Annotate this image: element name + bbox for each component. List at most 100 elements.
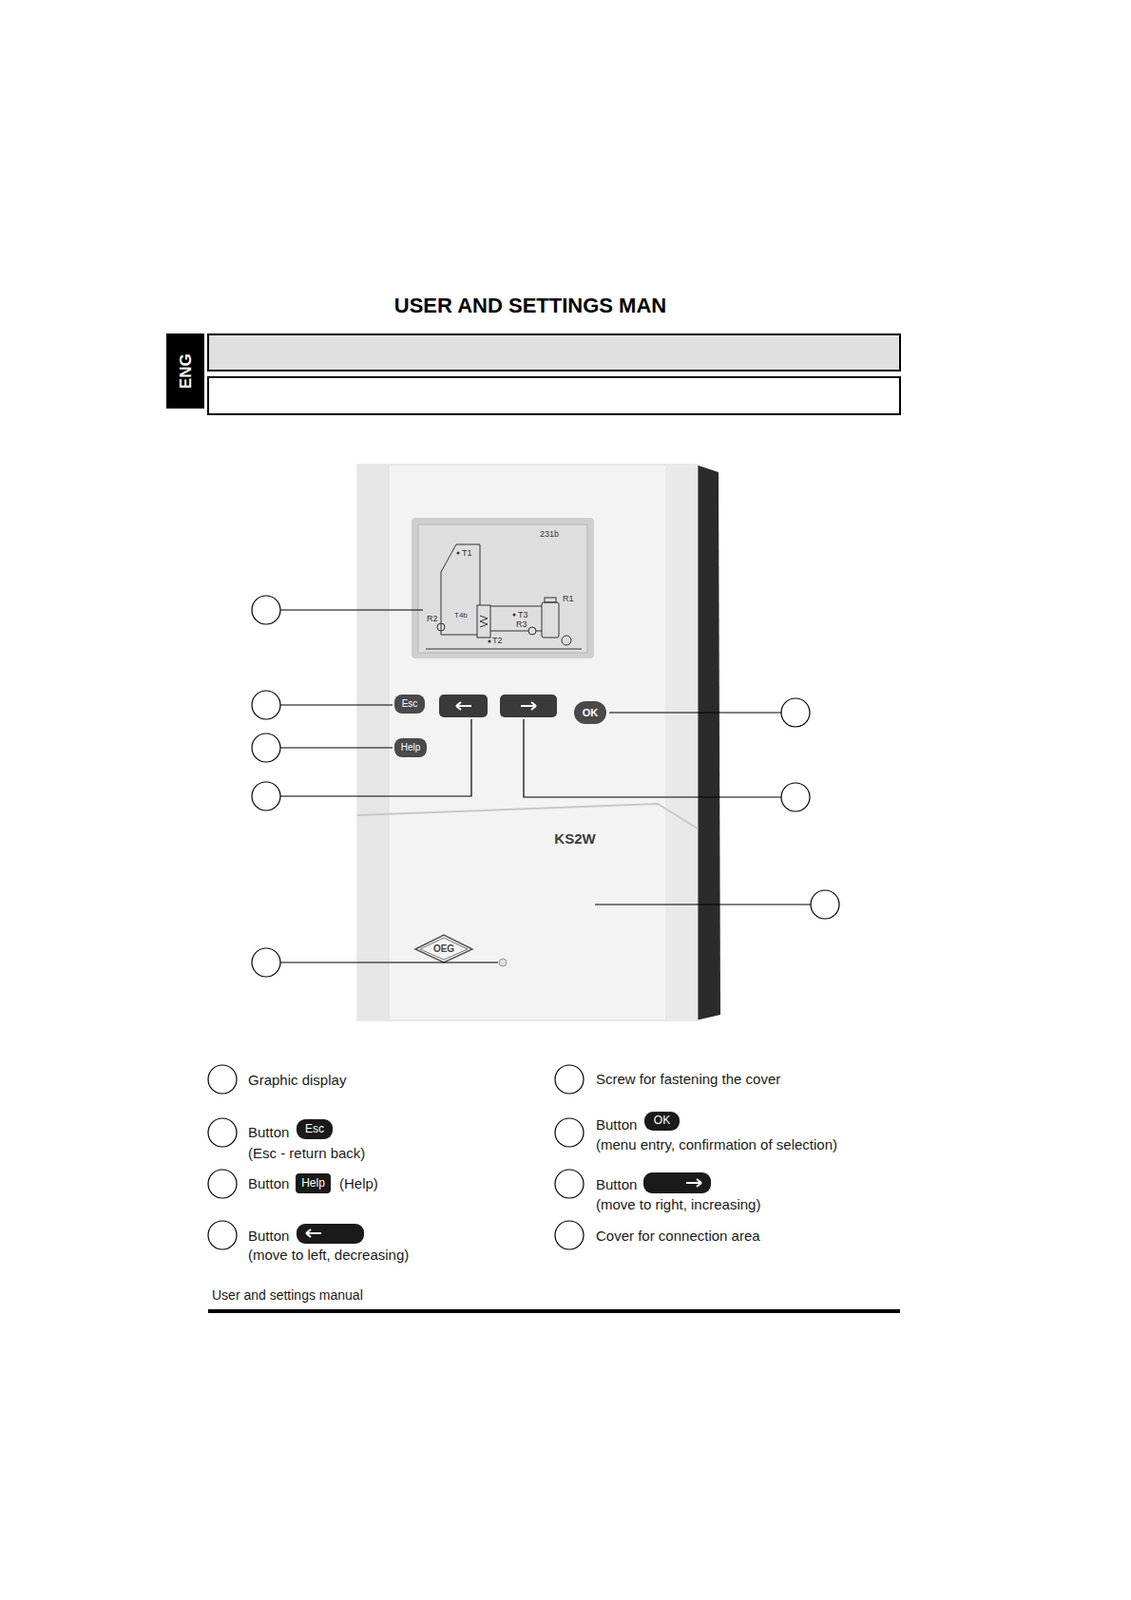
arrow-icon — [686, 1179, 702, 1188]
device-button: Esc — [394, 694, 425, 714]
device-button-text: Esc — [402, 698, 419, 710]
boiler-cap — [544, 597, 556, 603]
housing-edge — [357, 464, 390, 1021]
sensor-dot — [457, 552, 461, 556]
callout-circle — [781, 698, 810, 728]
device-button: OK — [574, 701, 607, 725]
schematic — [425, 544, 582, 650]
page-title: USER AND SETTINGS MAN — [394, 293, 667, 318]
device-button-text: Help — [401, 742, 422, 754]
callout-circle — [251, 782, 281, 811]
callout-circle — [251, 595, 281, 625]
key-badge-text: OK — [653, 1114, 671, 1129]
leader-line — [609, 711, 782, 713]
legend-text: Screw for fastening the cover — [595, 1071, 781, 1088]
key-badge: OK — [644, 1111, 680, 1131]
housing-front — [357, 464, 698, 1021]
display-label: T1 — [461, 548, 473, 558]
callout-circle — [810, 890, 840, 920]
display-rule — [425, 649, 582, 651]
legend-text: Graphic display — [248, 1072, 346, 1089]
footer-text: User and settings manual — [211, 1287, 364, 1304]
callout-circle — [208, 1221, 237, 1250]
legend-text: Button — [248, 1227, 289, 1245]
leader-line — [523, 719, 782, 798]
coil-symbol — [479, 615, 488, 628]
legend-text: Button — [248, 1175, 289, 1192]
brand-logo: OEG — [433, 943, 455, 956]
legend-text: Button — [248, 1124, 289, 1141]
callout-circles — [208, 595, 840, 1250]
callout-circle — [555, 1169, 584, 1199]
controller-housing: KS2W 231bEscHelp OK — [357, 464, 695, 1021]
leader-lines — [280, 610, 811, 963]
left-button — [439, 694, 488, 718]
return-pipe — [440, 634, 478, 636]
arrow-icon — [456, 702, 472, 710]
callout-circle — [208, 1065, 237, 1094]
key-badge — [643, 1172, 711, 1194]
display-label: T3 — [517, 610, 529, 620]
leader-line — [280, 747, 393, 748]
header-band — [208, 377, 901, 415]
key-badge: Esc — [296, 1119, 333, 1140]
logo-outline — [420, 938, 468, 960]
callout-circle — [251, 733, 281, 763]
callout-circle — [555, 1065, 584, 1094]
legend-text: (menu entry, confirmation of selection) — [595, 1136, 838, 1153]
graphic-display-text: 231b — [539, 529, 559, 539]
outlet-symbol — [561, 635, 572, 646]
key-badge-text: Esc — [305, 1123, 325, 1137]
display-screen — [418, 524, 588, 653]
arrow-icon — [306, 1229, 322, 1238]
footer-rule — [208, 1309, 901, 1314]
display-label: R3 — [516, 619, 528, 630]
display-frame — [411, 517, 595, 659]
flow-pipe — [490, 606, 542, 608]
header-band — [208, 334, 901, 371]
legend-text: (Help) — [339, 1175, 379, 1192]
key-badge-text: Help — [301, 1177, 326, 1191]
leader-line — [280, 609, 423, 611]
housing-side — [695, 464, 721, 1021]
pump-symbol — [437, 623, 445, 632]
callout-circle — [251, 948, 281, 978]
callout-circle — [208, 1118, 237, 1148]
callout-circle — [251, 690, 281, 720]
sensor-dot — [488, 640, 492, 644]
display-label: R1 — [562, 594, 575, 604]
housing-edge — [665, 464, 698, 1021]
legend-text: Button — [595, 1116, 637, 1133]
callout-circle — [781, 783, 810, 812]
right-button — [499, 694, 557, 718]
collector-pipe — [440, 544, 480, 635]
callout-circle — [555, 1118, 584, 1148]
pump-symbol — [528, 627, 537, 635]
legend-text: (move to left, decreasing) — [248, 1246, 409, 1264]
tank-symbol — [477, 605, 491, 638]
controller-housing-text: KS2W — [554, 830, 595, 847]
legend-text: (Esc - return back) — [248, 1145, 365, 1162]
cover-seam — [357, 804, 698, 829]
sensor-dot — [513, 613, 517, 617]
device-button: Help — [394, 738, 427, 758]
graphic-display: 231b — [418, 524, 588, 653]
legend-text: (move to right, increasing) — [595, 1196, 761, 1213]
boiler-symbol — [541, 602, 559, 638]
arrow-icon — [520, 702, 537, 710]
display-label: T4b — [454, 611, 468, 620]
legend-text: Cover for connection area — [595, 1227, 761, 1245]
display-label: T2 — [492, 635, 503, 646]
legend-text: Button — [595, 1176, 637, 1193]
callout-circle — [208, 1169, 237, 1199]
leader-line — [280, 719, 472, 797]
callout-circle — [555, 1221, 584, 1250]
logo-outline — [415, 935, 473, 963]
language-tab: ENG — [166, 333, 205, 409]
language-tab-text: ENG — [175, 353, 195, 389]
key-badge: Help — [295, 1173, 331, 1194]
leader-line — [280, 704, 393, 706]
